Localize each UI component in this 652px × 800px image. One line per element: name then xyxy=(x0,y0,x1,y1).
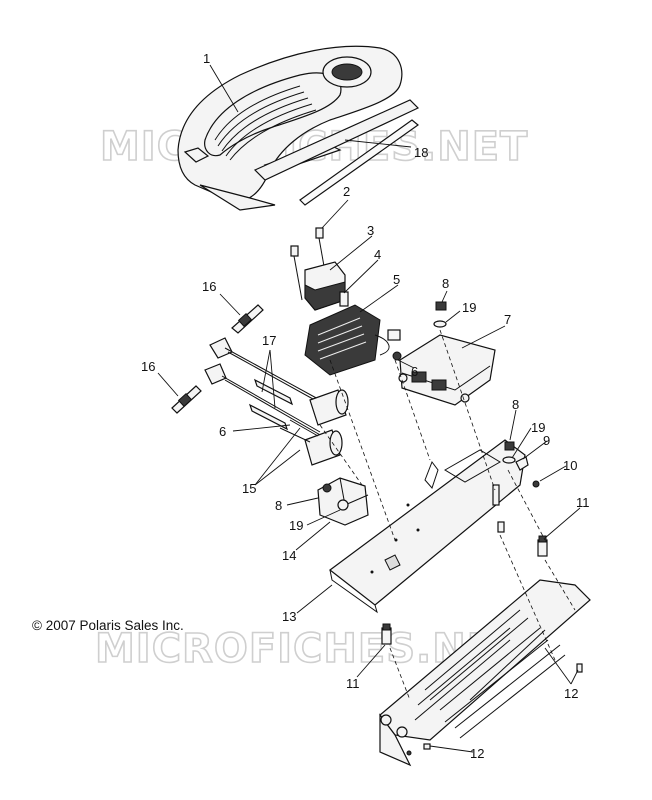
callout-7: 7 xyxy=(504,312,511,327)
callout-5: 5 xyxy=(393,272,400,287)
leader-lines xyxy=(157,64,581,753)
callout-labels: 1 18 2 3 4 5 8 19 7 16 17 16 6 6 8 19 9 … xyxy=(141,51,590,761)
callout-19-right: 19 xyxy=(531,420,545,435)
decal-strip xyxy=(253,99,420,206)
ignition-coil-upper xyxy=(309,389,349,426)
coil-bracket xyxy=(317,477,369,526)
alignment-lines xyxy=(319,329,576,701)
callout-12-bottom: 12 xyxy=(470,746,484,761)
callout-17: 17 xyxy=(262,333,276,348)
callout-15: 15 xyxy=(242,481,256,496)
callout-9: 9 xyxy=(543,433,550,448)
callout-14: 14 xyxy=(282,548,296,563)
callout-10: 10 xyxy=(563,458,577,473)
callout-3: 3 xyxy=(367,223,374,238)
standoff-left xyxy=(381,623,392,645)
spark-plug-upper xyxy=(231,304,264,334)
ignition-coil-lower xyxy=(279,419,343,466)
callout-2: 2 xyxy=(343,184,350,199)
callout-6-left: 6 xyxy=(219,424,226,439)
control-module xyxy=(398,334,496,406)
standoff-right xyxy=(537,535,548,557)
callout-1: 1 xyxy=(203,51,210,66)
mounting-plate xyxy=(329,439,526,614)
callout-11-left: 11 xyxy=(346,676,360,691)
callout-8-top: 8 xyxy=(442,276,449,291)
callout-12-right: 12 xyxy=(564,686,578,701)
callout-16-lower: 16 xyxy=(141,359,155,374)
hardware-right xyxy=(502,441,540,488)
plug-wires xyxy=(204,337,323,437)
callout-19-top: 19 xyxy=(462,300,476,315)
callout-6-right: 6 xyxy=(411,364,418,379)
heat-shield xyxy=(379,579,591,767)
nut-left xyxy=(392,351,402,361)
callout-16-upper: 16 xyxy=(202,279,216,294)
regulator xyxy=(304,304,401,376)
nut-washer-upper xyxy=(433,301,447,328)
callout-13: 13 xyxy=(282,609,296,624)
callout-18: 18 xyxy=(414,145,428,160)
copyright-notice: © 2007 Polaris Sales Inc. xyxy=(32,618,184,633)
callout-8-right: 8 xyxy=(512,397,519,412)
callout-19-left: 19 xyxy=(289,518,303,533)
callout-8-left: 8 xyxy=(275,498,282,513)
callout-11-right: 11 xyxy=(576,495,590,510)
spark-plug-lower xyxy=(171,385,202,414)
fitting xyxy=(339,291,349,307)
callout-4: 4 xyxy=(374,247,381,262)
relay xyxy=(304,261,346,311)
